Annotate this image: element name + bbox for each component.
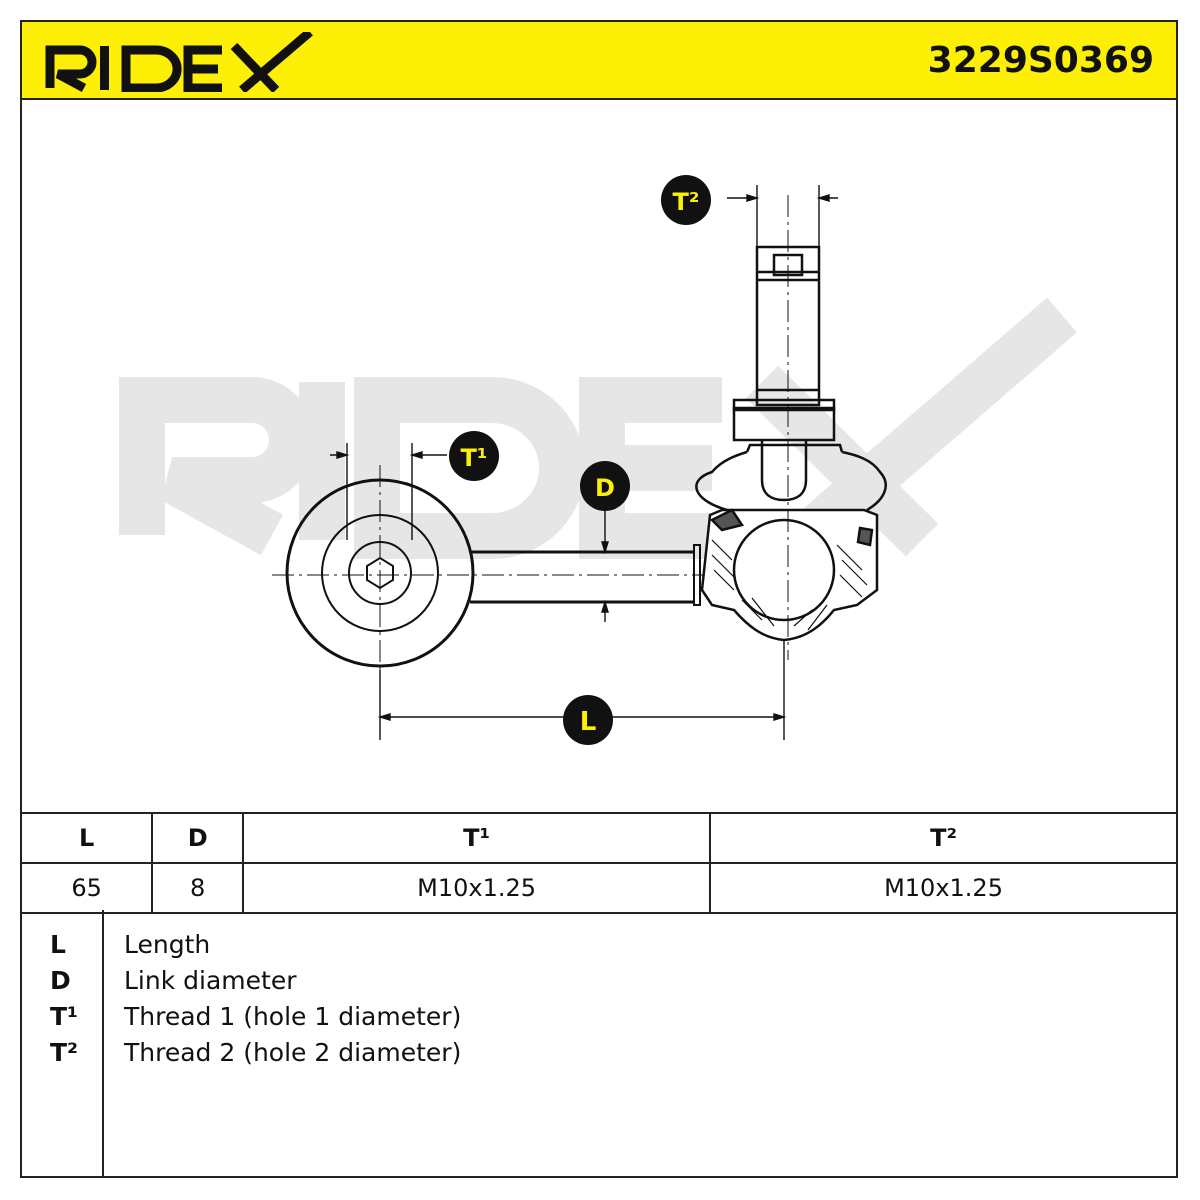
badge-t1-label: T¹	[461, 444, 488, 472]
ridex-logo-graphic	[45, 28, 313, 94]
header-bar: 3229S0369	[20, 20, 1178, 100]
legend-key: T²	[50, 1038, 79, 1067]
legend-row-t1: T¹ Thread 1 (hole 1 diameter)	[22, 1002, 1122, 1038]
legend-key: L	[50, 930, 66, 959]
spec-header-t2: T²	[709, 812, 1178, 864]
spec-value-l: 65	[19, 862, 154, 914]
spec-value-d: 8	[151, 862, 245, 914]
badge-d: D	[580, 461, 630, 511]
legend-divider	[102, 910, 104, 1176]
legend-desc: Length	[124, 930, 211, 959]
spec-header-l: L	[19, 812, 154, 864]
link-rod	[470, 544, 701, 606]
spec-header-d: D	[151, 812, 245, 864]
legend-desc: Link diameter	[124, 966, 297, 995]
legend-key: D	[50, 966, 71, 995]
specs-value-row: 65 8 M10x1.25 M10x1.25	[19, 862, 1178, 914]
spec-value-t2: M10x1.25	[709, 862, 1178, 914]
technical-drawing: T² T¹ D L	[22, 100, 1176, 812]
spec-header-t1: T¹	[242, 812, 712, 864]
badge-d-label: D	[595, 474, 615, 502]
legend-row-d: D Link diameter	[22, 966, 1122, 1002]
legend-key: T¹	[50, 1002, 79, 1031]
part-number: 3229S0369	[927, 40, 1154, 81]
specs-header-row: L D T¹ T²	[19, 812, 1178, 864]
legend-desc: Thread 1 (hole 1 diameter)	[124, 1002, 462, 1031]
legend-panel: L Length D Link diameter T¹ Thread 1 (ho…	[20, 910, 1178, 1178]
legend-row-l: L Length	[22, 930, 1122, 966]
ball-joint	[695, 195, 887, 660]
specs-table: L D T¹ T² 65 8 M10x1.25 M10x1.25	[19, 812, 1178, 914]
badge-t2: T²	[661, 175, 711, 225]
badge-l-label: L	[580, 707, 597, 737]
legend-row-t2: T² Thread 2 (hole 2 diameter)	[22, 1038, 1122, 1074]
badge-t2-label: T²	[673, 188, 700, 216]
badge-l: L	[563, 695, 613, 745]
ridex-logo	[44, 28, 314, 96]
legend-desc: Thread 2 (hole 2 diameter)	[124, 1038, 462, 1067]
spec-value-t1: M10x1.25	[242, 862, 712, 914]
stabilizer-link-drawing: T² T¹ D L	[119, 175, 1078, 745]
badge-t1: T¹	[449, 431, 499, 481]
